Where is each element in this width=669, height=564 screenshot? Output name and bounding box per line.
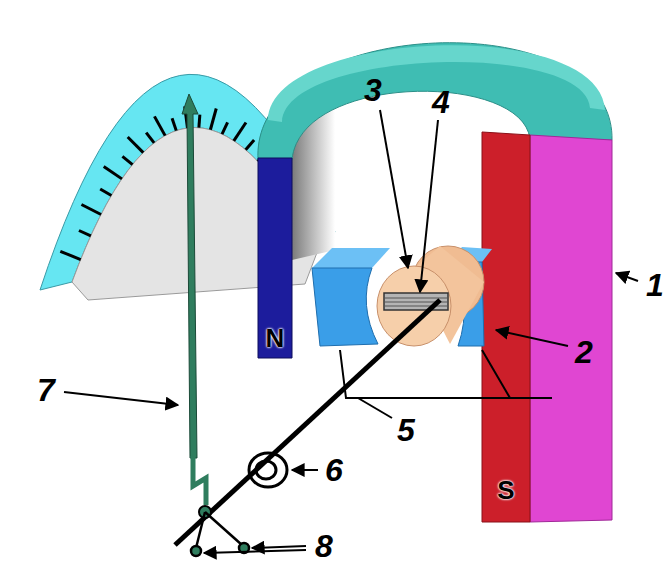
scale-tick [246,140,254,150]
scale-tick [60,251,80,259]
scale-tick [197,115,201,128]
magnet-arch-highlight [268,45,605,122]
scale-tick [222,122,228,134]
scale-tick [100,189,111,196]
callout-number: 3 [364,74,382,106]
scale-tick [210,109,216,130]
magnet-right-leg-front [482,132,530,522]
magnet-right-leg-side [530,135,612,522]
pole-letter: S [497,477,514,503]
pole-piece-top [312,248,390,268]
pole-piece-left [312,268,378,346]
magnet-left-leg-front [258,158,292,358]
leader-lines [64,110,638,553]
callout-number: 4 [432,86,450,118]
pointer [182,94,198,458]
scale-tick [104,166,122,178]
axis [175,300,440,545]
spiral-spring [249,453,287,487]
scale-tick [122,156,132,164]
scale-tick [81,205,101,215]
pole-letter: N [266,325,285,351]
core-front [377,266,451,346]
counterweights [191,512,249,556]
callout-number: 2 [575,336,593,368]
callout-number: 5 [397,414,415,446]
callout-number: 1 [646,269,664,301]
scale-tick [79,231,91,236]
pointer-tail [193,456,206,505]
callout-number: 6 [325,454,343,486]
callout-number: 7 [37,374,55,406]
scale-tick [146,133,154,143]
scale-tick [234,122,246,140]
scale-tick [172,118,176,130]
scale-tick [154,116,165,135]
callout-number: 8 [315,530,333,562]
scale-tick [128,137,144,153]
